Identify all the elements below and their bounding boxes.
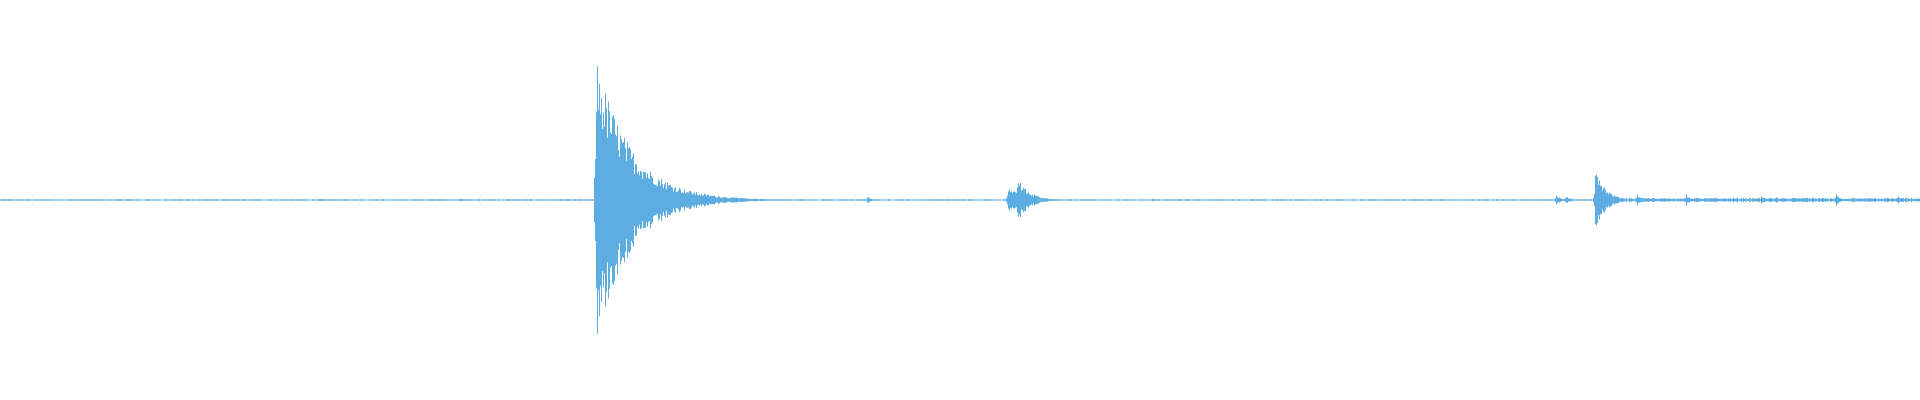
- waveform-trace: [0, 66, 1920, 334]
